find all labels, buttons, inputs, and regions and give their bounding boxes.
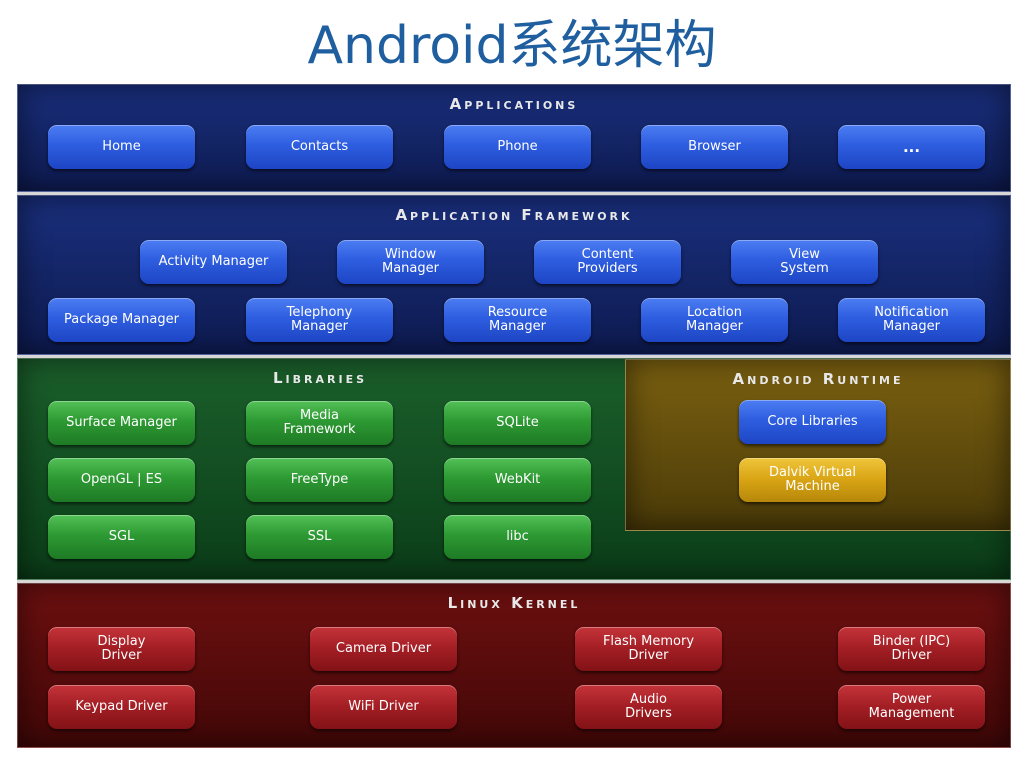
kernel-layer-title: Linux Kernel (447, 594, 581, 612)
applications-layer: Applications Home Contacts Phone Browser… (17, 84, 1011, 192)
flash-memory-driver-button[interactable]: Flash Memory Driver (575, 627, 722, 671)
core-libraries-button[interactable]: Core Libraries (739, 400, 886, 444)
activity-manager-button[interactable]: Activity Manager (140, 240, 287, 284)
view-system-button[interactable]: View System (731, 240, 878, 284)
libc-button[interactable]: libc (444, 515, 591, 559)
kernel-layer: Linux Kernel Display Driver Camera Drive… (17, 583, 1011, 748)
sgl-button[interactable]: SGL (48, 515, 195, 559)
sqlite-button[interactable]: SQLite (444, 401, 591, 445)
framework-layer-title: Application Framework (395, 206, 633, 224)
webkit-button[interactable]: WebKit (444, 458, 591, 502)
wifi-driver-button[interactable]: WiFi Driver (310, 685, 457, 729)
dalvik-vm-button[interactable]: Dalvik Virtual Machine (739, 458, 886, 502)
ssl-button[interactable]: SSL (246, 515, 393, 559)
window-manager-button[interactable]: Window Manager (337, 240, 484, 284)
notification-manager-button[interactable]: Notification Manager (838, 298, 985, 342)
app-contacts-button[interactable]: Contacts (246, 125, 393, 169)
telephony-manager-button[interactable]: Telephony Manager (246, 298, 393, 342)
libraries-layer-title: Libraries (272, 369, 368, 387)
power-management-button[interactable]: Power Management (838, 685, 985, 729)
location-manager-button[interactable]: Location Manager (641, 298, 788, 342)
app-more-button[interactable]: ... (838, 125, 985, 169)
runtime-layer: Android Runtime Core Libraries Dalvik Vi… (625, 359, 1011, 531)
surface-manager-button[interactable]: Surface Manager (48, 401, 195, 445)
app-browser-button[interactable]: Browser (641, 125, 788, 169)
runtime-layer-title: Android Runtime (732, 370, 904, 388)
page-title: Android系统架构 (307, 16, 717, 76)
audio-drivers-button[interactable]: Audio Drivers (575, 685, 722, 729)
applications-layer-title: Applications (449, 95, 579, 113)
framework-layer: Application Framework Activity Manager W… (17, 195, 1011, 355)
display-driver-button[interactable]: Display Driver (48, 627, 195, 671)
resource-manager-button[interactable]: Resource Manager (444, 298, 591, 342)
app-phone-button[interactable]: Phone (444, 125, 591, 169)
content-providers-button[interactable]: Content Providers (534, 240, 681, 284)
keypad-driver-button[interactable]: Keypad Driver (48, 685, 195, 729)
architecture-diagram: Applications Home Contacts Phone Browser… (17, 84, 1011, 748)
camera-driver-button[interactable]: Camera Driver (310, 627, 457, 671)
freetype-button[interactable]: FreeType (246, 458, 393, 502)
package-manager-button[interactable]: Package Manager (48, 298, 195, 342)
app-home-button[interactable]: Home (48, 125, 195, 169)
opengl-es-button[interactable]: OpenGL | ES (48, 458, 195, 502)
binder-ipc-driver-button[interactable]: Binder (IPC) Driver (838, 627, 985, 671)
media-framework-button[interactable]: Media Framework (246, 401, 393, 445)
